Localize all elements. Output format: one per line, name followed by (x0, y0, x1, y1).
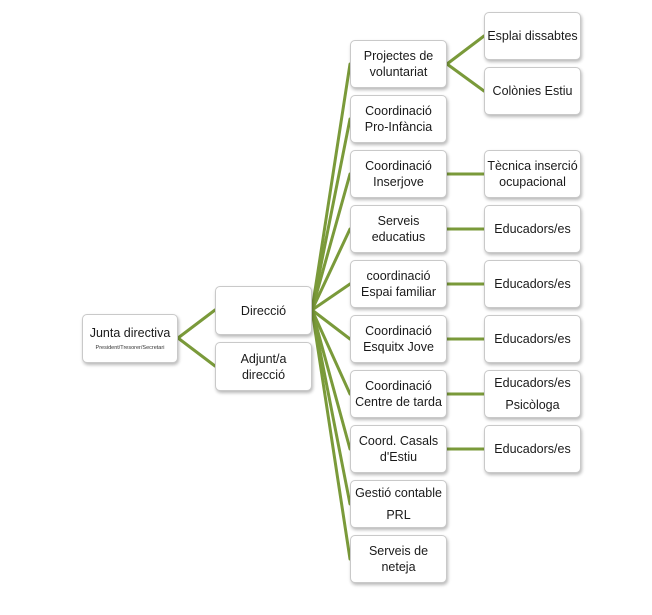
direccio-label: Direcció (240, 303, 287, 318)
child-educadors-esquitx: Educadors/es (484, 315, 581, 363)
root-box: Junta directiva President/Tresorer/Secre… (82, 314, 178, 363)
connector-direccio-dept (310, 308, 352, 561)
connector-direccio-dept (310, 308, 352, 396)
connector-direccio-dept (310, 62, 352, 312)
child-label: Educadors/es (494, 277, 571, 291)
child-colonies-estiu: Colònies Estiu (484, 67, 581, 115)
child-educadors-serveis: Educadors/es (484, 205, 581, 253)
child-label: Educadors/es (494, 222, 571, 236)
root-subtitle: President/Tresorer/Secretari (95, 345, 165, 351)
connector-direccio-dept (310, 227, 352, 312)
child-label: Educadors/es (494, 442, 571, 456)
direccio-box: Direcció (215, 286, 312, 335)
connector-dept-child (445, 34, 486, 66)
connector-direccio-dept (310, 172, 352, 312)
child-educadors-casals: Educadors/es (484, 425, 581, 473)
child-label: Esplai dissabtes (487, 29, 578, 43)
root-title: Junta directiva (89, 326, 171, 340)
connector-direccio-dept (310, 308, 352, 341)
connector-direccio-dept (310, 117, 352, 312)
child-esplai-dissabtes: Esplai dissabtes (484, 12, 581, 60)
connector-dept-child (445, 62, 486, 93)
connector-direccio-dept (310, 282, 352, 312)
child-label: Educadors/es (494, 332, 571, 346)
connector-root-direccio (176, 308, 217, 340)
connector-root-adjunt (176, 336, 217, 368)
connector-direccio-dept (310, 308, 352, 451)
child-label: Colònies Estiu (492, 84, 573, 98)
child-educadors-espai: Educadors/es (484, 260, 581, 308)
